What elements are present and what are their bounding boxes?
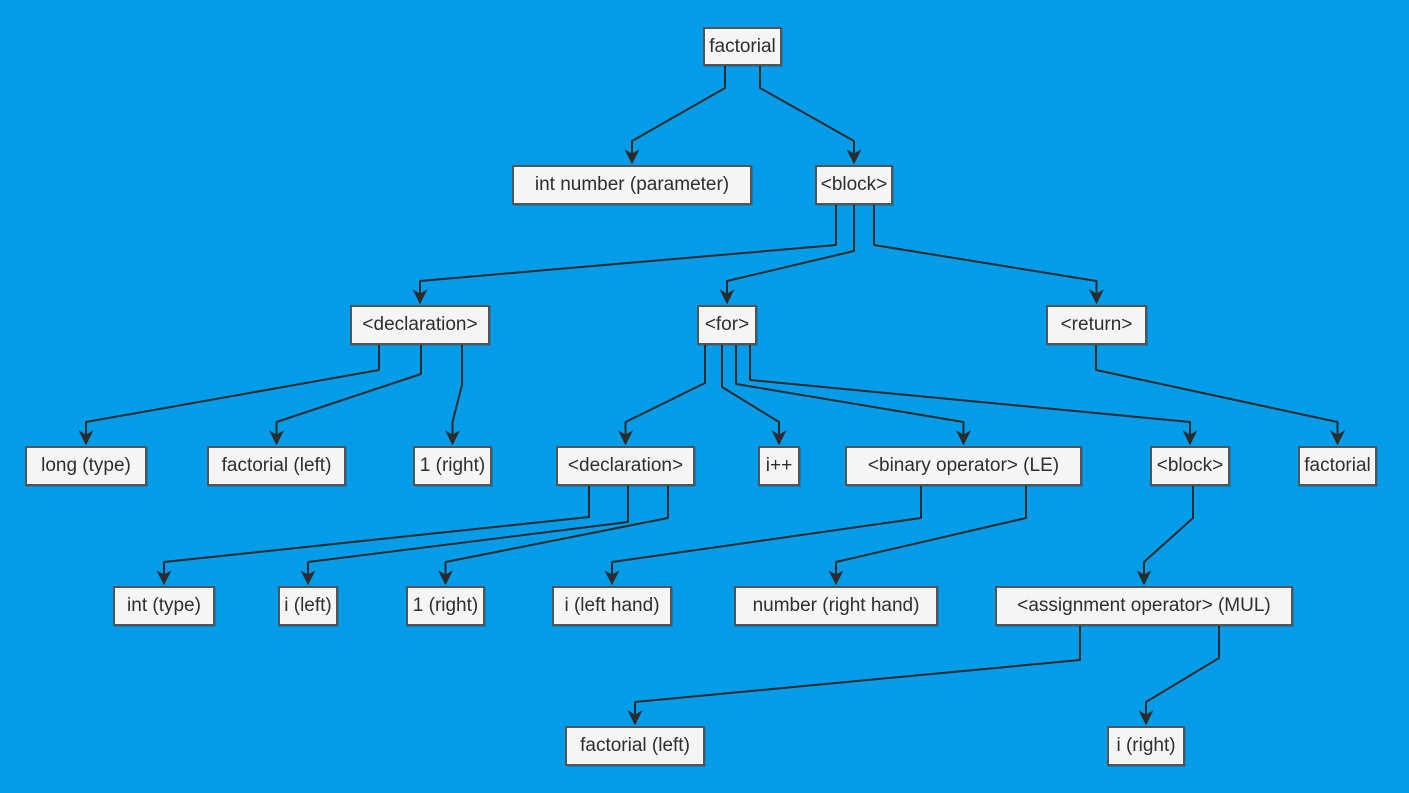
tree-node-block-1: <block> bbox=[815, 165, 893, 205]
edge-return-to-factorial-ret bbox=[1095, 345, 1345, 446]
tree-node-param: int number (parameter) bbox=[512, 165, 752, 205]
tree-node-block-2: <block> bbox=[1150, 446, 1230, 486]
tree-node-number-right-hand: number (right hand) bbox=[734, 586, 938, 626]
tree-node-long-type: long (type) bbox=[25, 446, 147, 486]
edge-decl-2-to-int-type bbox=[156, 486, 590, 586]
edge-factorial-root-to-param bbox=[624, 66, 726, 165]
edge-factorial-root-to-block-1 bbox=[759, 66, 862, 165]
tree-node-factorial-root: factorial bbox=[703, 27, 782, 66]
edge-block-1-to-for bbox=[719, 205, 855, 305]
edge-decl-1-to-factorial-left-1 bbox=[269, 345, 422, 446]
tree-node-one-right-1: 1 (right) bbox=[413, 446, 492, 486]
tree-node-factorial-left-2: factorial (left) bbox=[565, 726, 705, 766]
tree-node-return: <return> bbox=[1046, 305, 1147, 345]
edge-for-to-decl-2 bbox=[618, 345, 706, 446]
tree-node-i-left: i (left) bbox=[278, 586, 338, 626]
edge-for-to-block-2 bbox=[749, 345, 1198, 446]
tree-node-i-plus-plus: i++ bbox=[758, 446, 800, 486]
tree-node-decl-2: <declaration> bbox=[556, 446, 695, 486]
edge-decl-1-to-long-type bbox=[78, 345, 380, 446]
tree-node-binop-le: <binary operator> (LE) bbox=[845, 446, 1082, 486]
tree-node-one-right-2: 1 (right) bbox=[406, 586, 485, 626]
tree-node-assign-mul: <assignment operator> (MUL) bbox=[995, 586, 1293, 626]
tree-node-for: <for> bbox=[697, 305, 757, 345]
edge-binop-le-to-i-left-hand bbox=[604, 486, 922, 586]
edge-block-1-to-return bbox=[873, 205, 1104, 305]
edge-decl-2-to-one-right-2 bbox=[438, 486, 669, 586]
edge-block-2-to-assign-mul bbox=[1136, 486, 1194, 586]
tree-node-factorial-left-1: factorial (left) bbox=[207, 446, 346, 486]
edge-assign-mul-to-factorial-left-2 bbox=[627, 626, 1081, 726]
tree-node-int-type: int (type) bbox=[113, 586, 215, 626]
edge-assign-mul-to-i-right bbox=[1138, 626, 1220, 726]
tree-node-factorial-ret: factorial bbox=[1298, 446, 1377, 486]
edge-decl-1-to-one-right-1 bbox=[445, 345, 463, 446]
edge-for-to-binop-le bbox=[735, 345, 971, 446]
edge-binop-le-to-number-right-hand bbox=[828, 486, 1027, 586]
tree-node-i-left-hand: i (left hand) bbox=[552, 586, 672, 626]
edge-for-to-i-plus-plus bbox=[721, 345, 787, 446]
edge-block-1-to-decl-1 bbox=[412, 205, 837, 305]
edge-decl-2-to-i-left bbox=[300, 486, 629, 586]
tree-node-decl-1: <declaration> bbox=[350, 305, 490, 345]
tree-node-i-right: i (right) bbox=[1107, 726, 1185, 766]
